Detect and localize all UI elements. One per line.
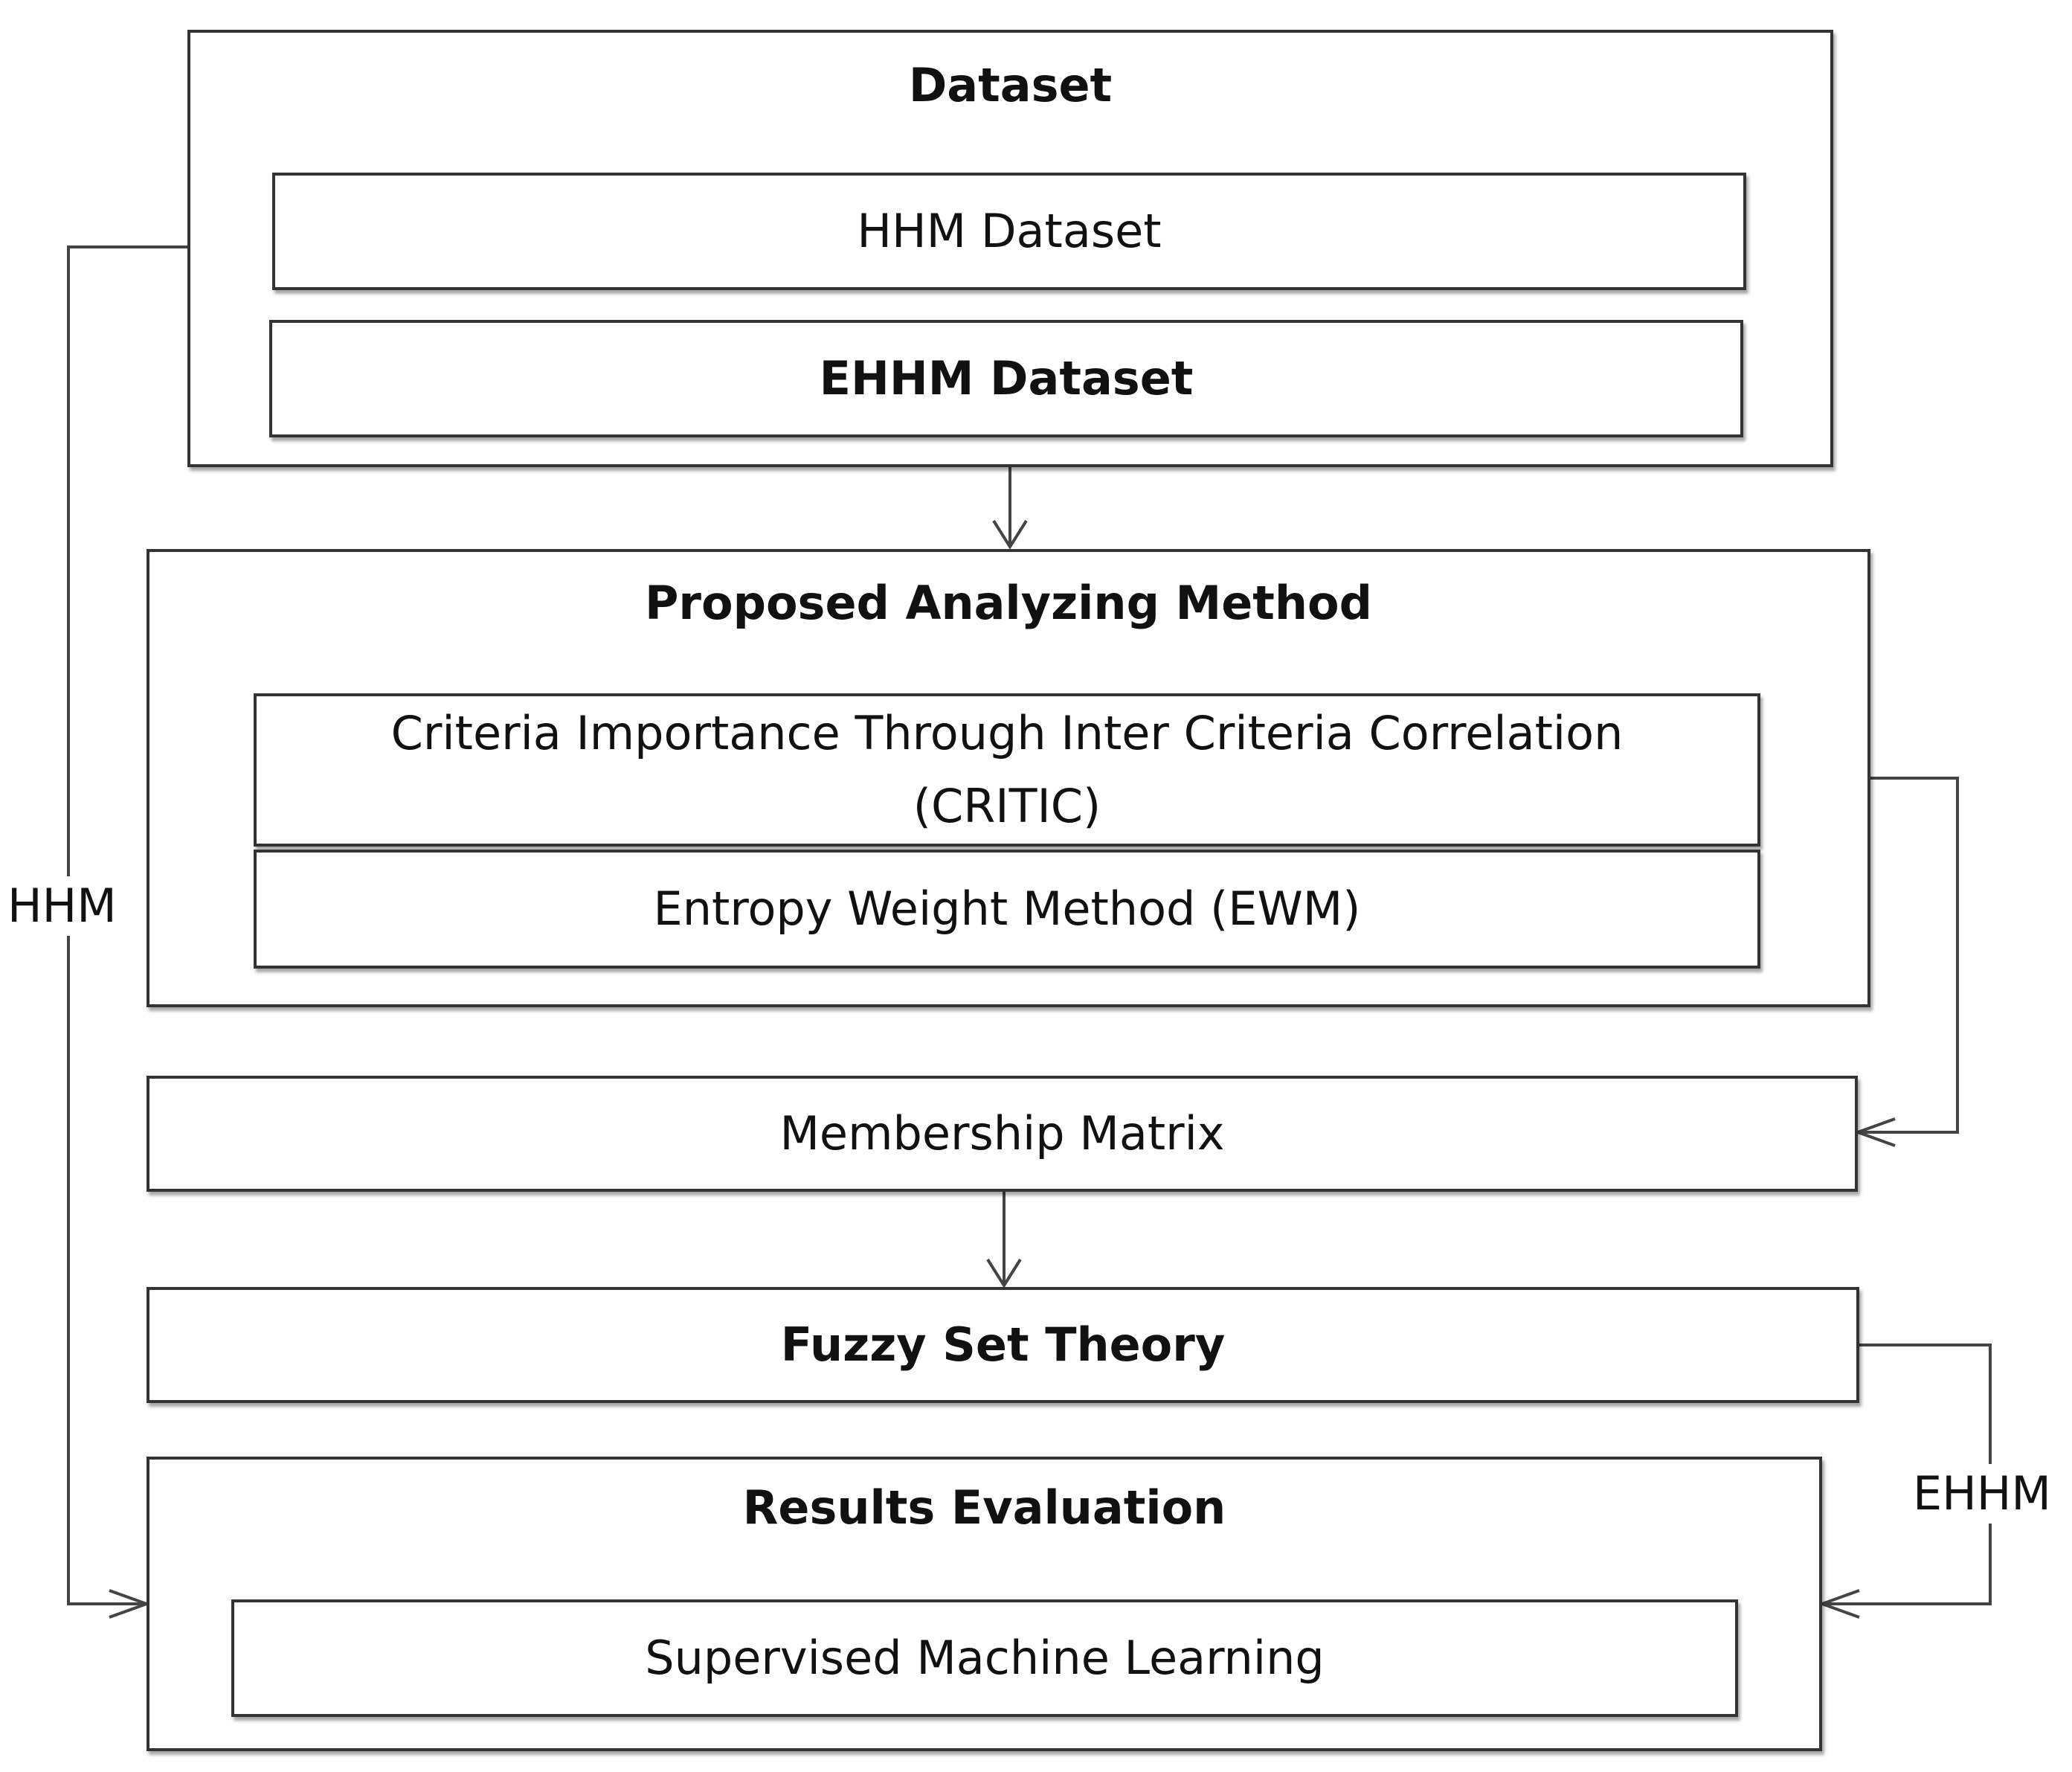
ehhm-dataset-label: EHHM Dataset (819, 351, 1194, 405)
critic-label: Criteria Importance Through Inter Criter… (390, 706, 1624, 833)
supervised-ml-box: Supervised Machine Learning (231, 1599, 1738, 1717)
fuzzy-set-theory-box: Fuzzy Set Theory (147, 1287, 1859, 1403)
fuzzy-set-theory-label: Fuzzy Set Theory (780, 1317, 1226, 1372)
dataset-group: Dataset HHM Dataset EHHM Dataset (187, 30, 1833, 467)
dataset-title: Dataset (908, 58, 1113, 112)
results-title: Results Evaluation (742, 1480, 1226, 1535)
arrow-method-to-membership (1858, 777, 1959, 1134)
hhm-dataset-box: HHM Dataset (272, 173, 1746, 290)
critic-box: Criteria Importance Through Inter Criter… (254, 693, 1760, 847)
method-group: Proposed Analyzing Method Criteria Impor… (147, 549, 1870, 1007)
ehhm-path-label: EHHM (1913, 1464, 2051, 1524)
ehhm-dataset-box: EHHM Dataset (269, 320, 1743, 437)
results-group: Results Evaluation Supervised Machine Le… (147, 1457, 1822, 1751)
ewm-label: Entropy Weight Method (EWM) (653, 882, 1361, 936)
membership-matrix-label: Membership Matrix (779, 1106, 1225, 1161)
ewm-box: Entropy Weight Method (EWM) (254, 850, 1760, 969)
method-title: Proposed Analyzing Method (644, 576, 1373, 630)
membership-matrix-box: Membership Matrix (147, 1076, 1858, 1192)
hhm-path-label: HHM (7, 876, 117, 936)
supervised-ml-label: Supervised Machine Learning (645, 1631, 1325, 1685)
hhm-dataset-label: HHM Dataset (857, 204, 1162, 258)
